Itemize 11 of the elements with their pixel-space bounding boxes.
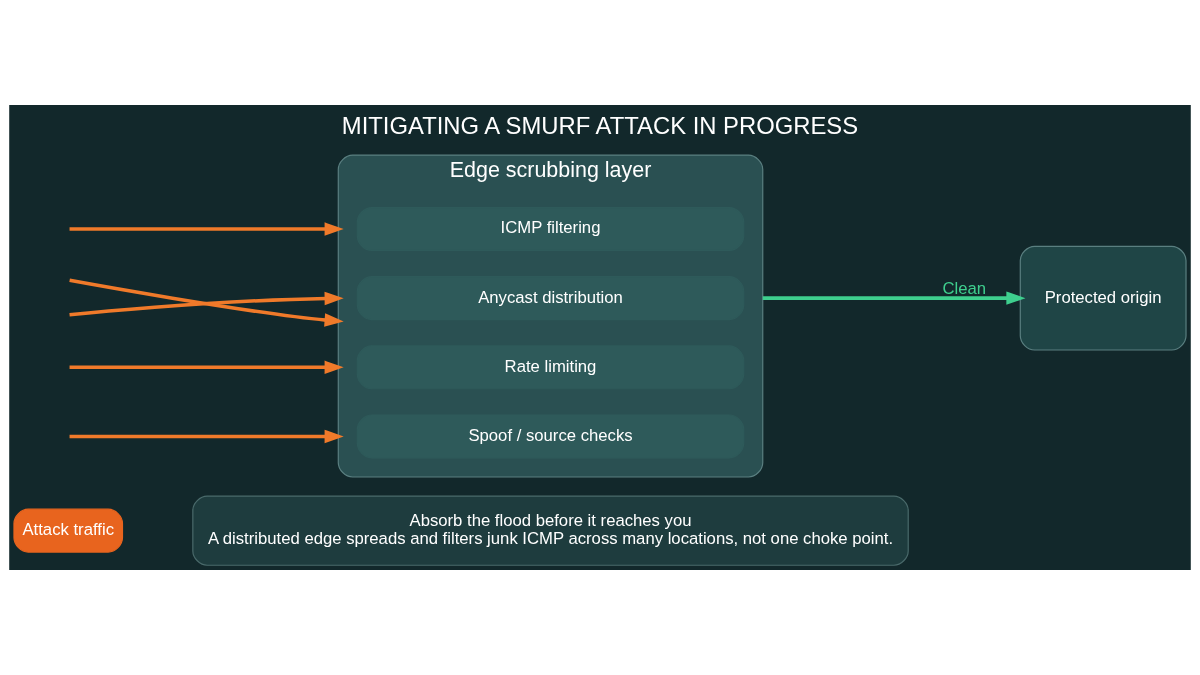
arrow: [69, 222, 344, 236]
arrow: [69, 429, 344, 444]
arrow: [762, 291, 1026, 305]
arrow: [69, 360, 344, 374]
node-box: Protected origin: [1019, 245, 1187, 351]
node-box: Attack traffic: [13, 508, 124, 553]
arrow: [69, 278, 344, 327]
arrow: [69, 291, 344, 317]
diagram-title: MITIGATING A SMURF ATTACK IN PROGRESS: [341, 111, 859, 139]
edge-label: Clean: [942, 278, 987, 298]
node-box: Absorb the flood before it reaches you A distributed edge spreads and filters junk ICMP across many locations, not one choke point.: [192, 495, 909, 566]
